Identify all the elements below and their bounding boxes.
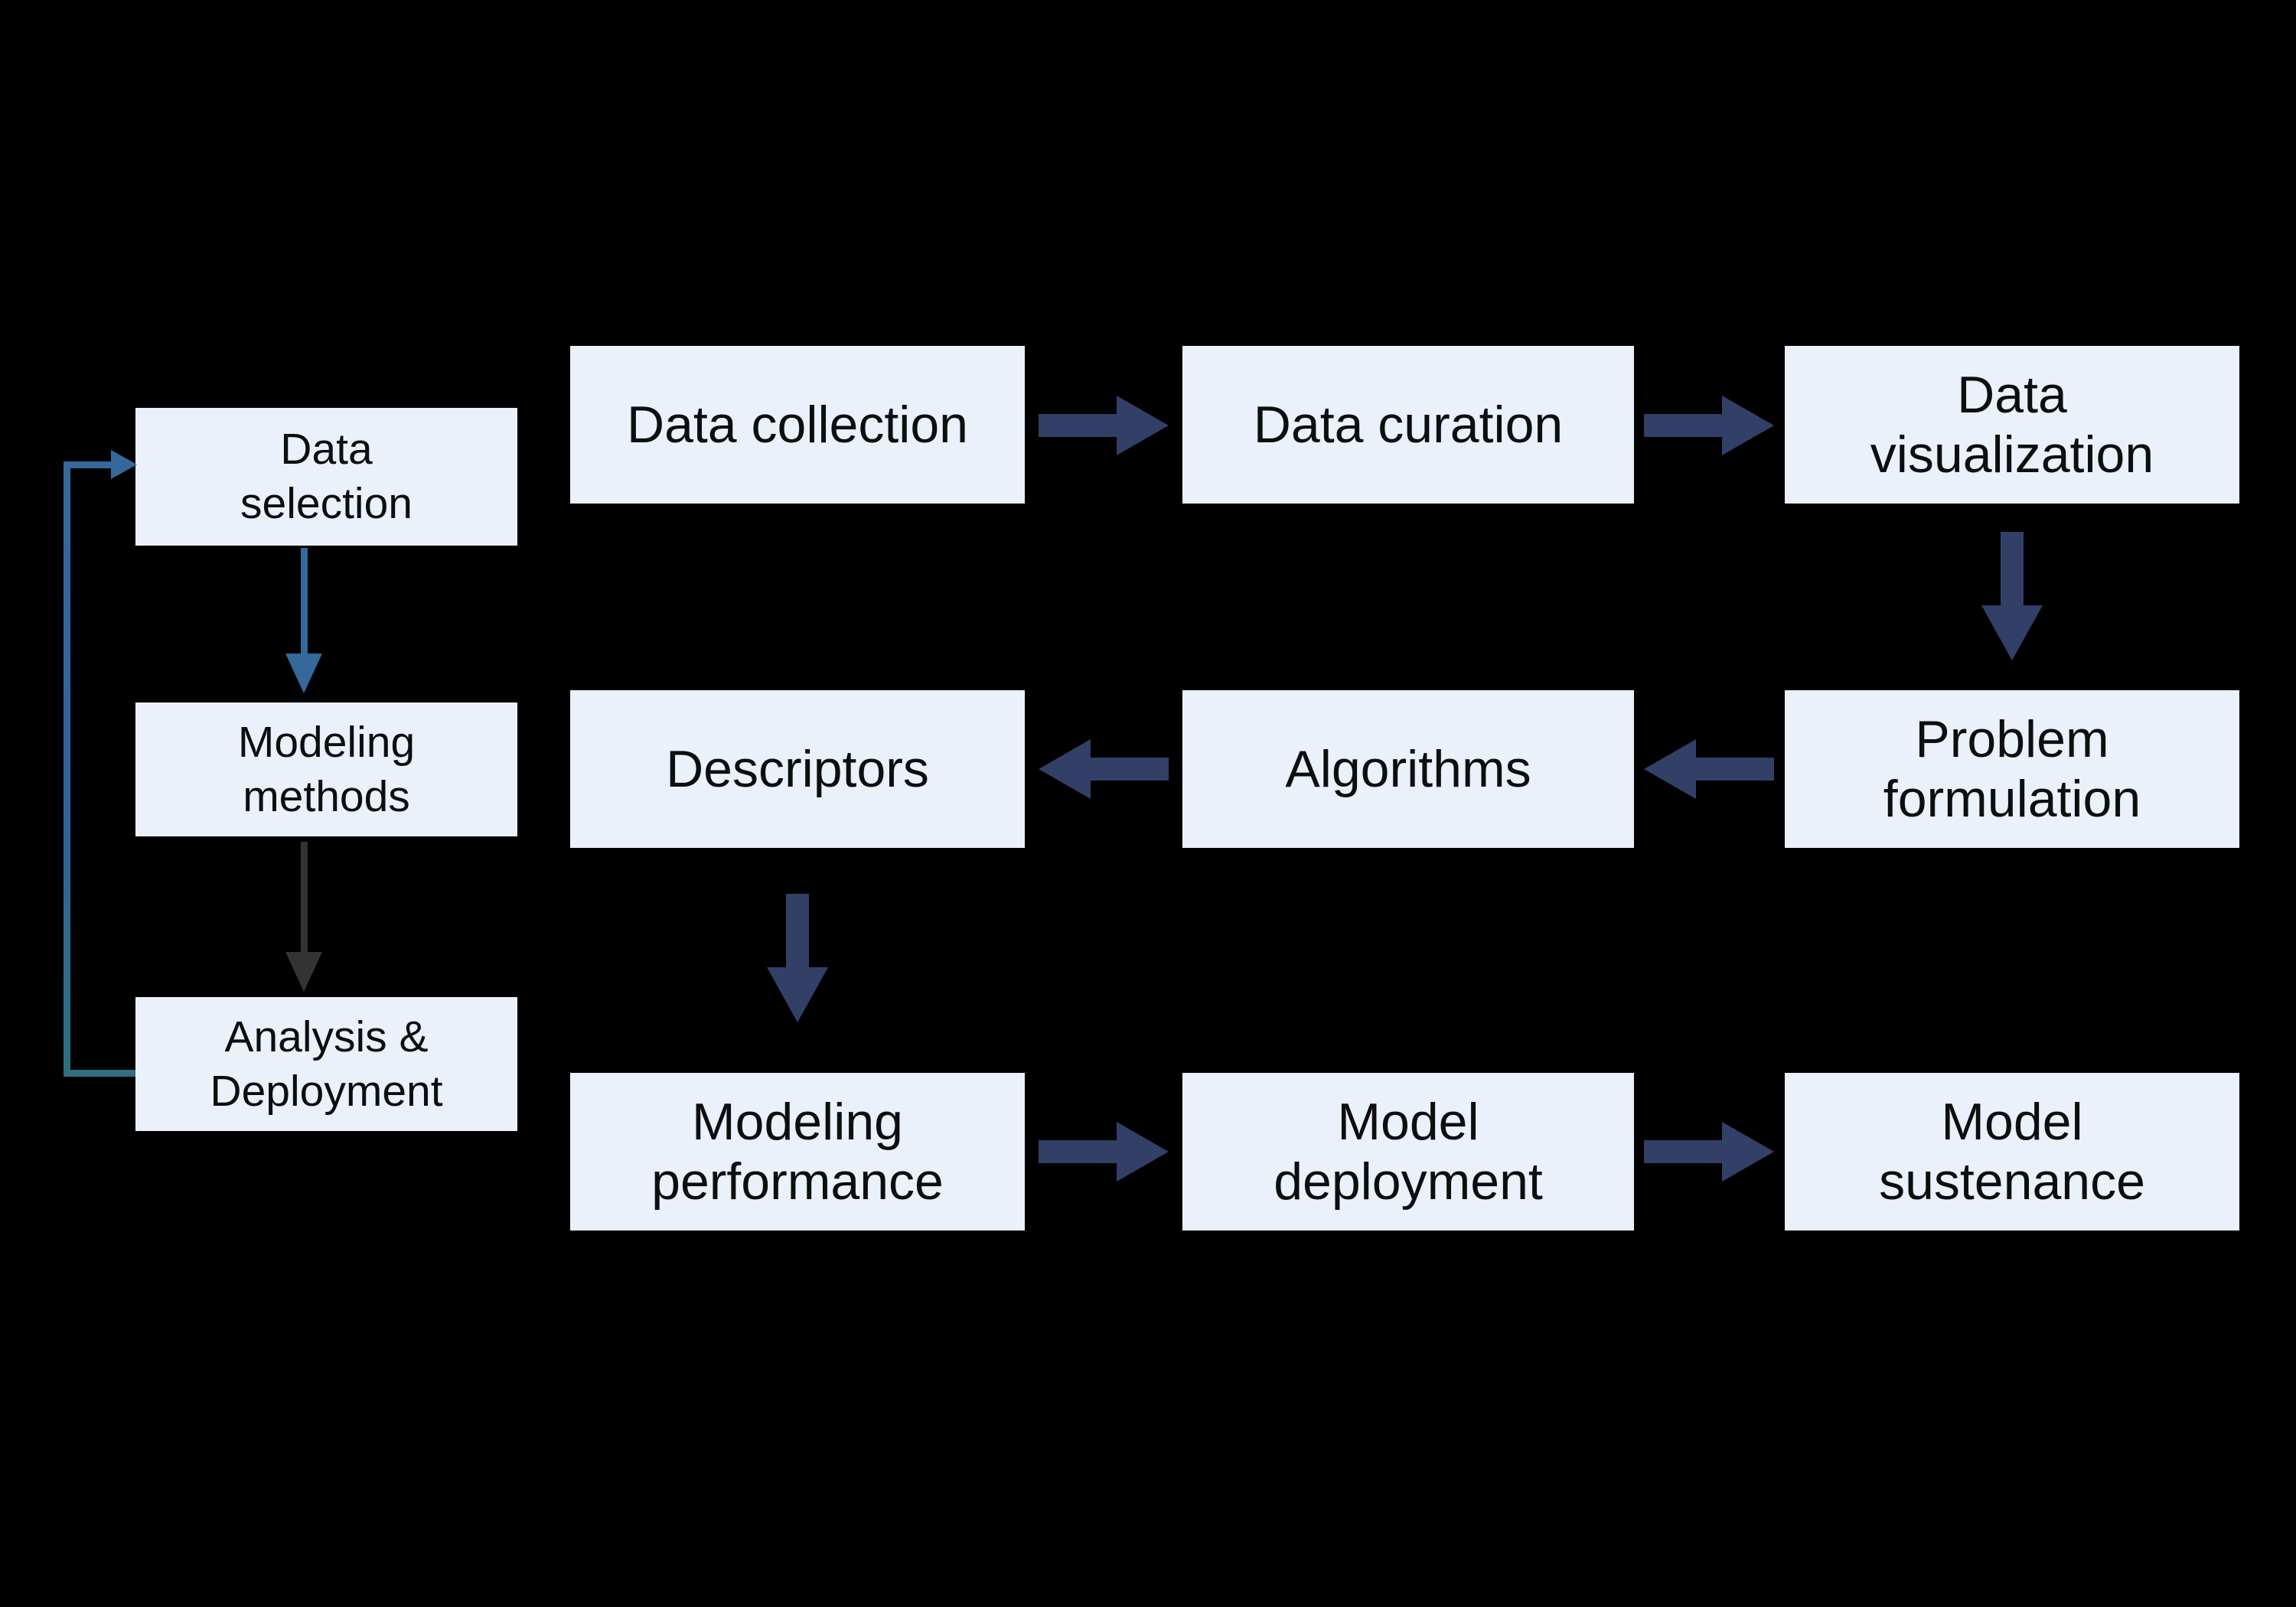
node-data-selection-label: Data selection <box>240 425 413 528</box>
node-model-sustenance-label: Model sustenance <box>1879 1092 2145 1211</box>
arrow-data-collection-to-data-curation-icon <box>1039 396 1169 455</box>
node-descriptors: Descriptors <box>570 690 1025 848</box>
arrow-data-curation-to-data-visualization-icon <box>1644 396 1774 455</box>
node-data-curation-label: Data curation <box>1253 395 1564 454</box>
node-modeling-performance: Modeling performance <box>570 1073 1025 1231</box>
arrow-algorithms-to-descriptors-icon <box>1039 739 1169 799</box>
arrow-data-visualization-to-problem-formulation-icon <box>1981 532 2043 660</box>
arrow-descriptors-to-modeling-performance-icon <box>767 894 828 1022</box>
node-problem-formulation: Problem formulation <box>1785 690 2239 848</box>
node-analysis-deployment: Analysis & Deployment <box>135 997 517 1131</box>
node-data-collection: Data collection <box>570 346 1025 504</box>
loopback-arrowhead-icon <box>111 450 137 479</box>
node-descriptors-label: Descriptors <box>666 739 929 798</box>
node-problem-formulation-label: Problem formulation <box>1883 709 2141 828</box>
node-algorithms: Algorithms <box>1182 690 1634 848</box>
arrow-data-selection-to-modeling-methods-icon <box>285 548 322 693</box>
node-data-visualization-label: Data visualization <box>1870 365 2154 484</box>
arrow-modeling-performance-to-model-deployment-icon <box>1039 1122 1169 1182</box>
arrow-model-deployment-to-model-sustenance-icon <box>1644 1122 1774 1182</box>
node-data-collection-label: Data collection <box>626 395 969 454</box>
node-model-deployment: Model deployment <box>1182 1073 1634 1231</box>
node-model-sustenance: Model sustenance <box>1785 1073 2239 1231</box>
node-data-curation: Data curation <box>1182 346 1634 504</box>
node-data-selection: Data selection <box>135 408 517 546</box>
node-analysis-deployment-label: Analysis & Deployment <box>210 1012 443 1116</box>
node-data-visualization: Data visualization <box>1785 346 2239 504</box>
arrow-modeling-methods-to-analysis-deployment-icon <box>285 842 322 992</box>
node-model-deployment-label: Model deployment <box>1274 1092 1543 1211</box>
arrow-problem-formulation-to-algorithms-icon <box>1644 739 1774 799</box>
loopback-segment-bottom <box>64 1070 135 1077</box>
node-modeling-methods: Modeling methods <box>135 702 517 836</box>
loopback-segment-vertical <box>64 461 70 1077</box>
node-modeling-methods-label: Modeling methods <box>237 717 416 821</box>
node-modeling-performance-label: Modeling performance <box>651 1092 944 1211</box>
node-algorithms-label: Algorithms <box>1285 739 1531 798</box>
loopback-segment-top <box>69 461 112 468</box>
